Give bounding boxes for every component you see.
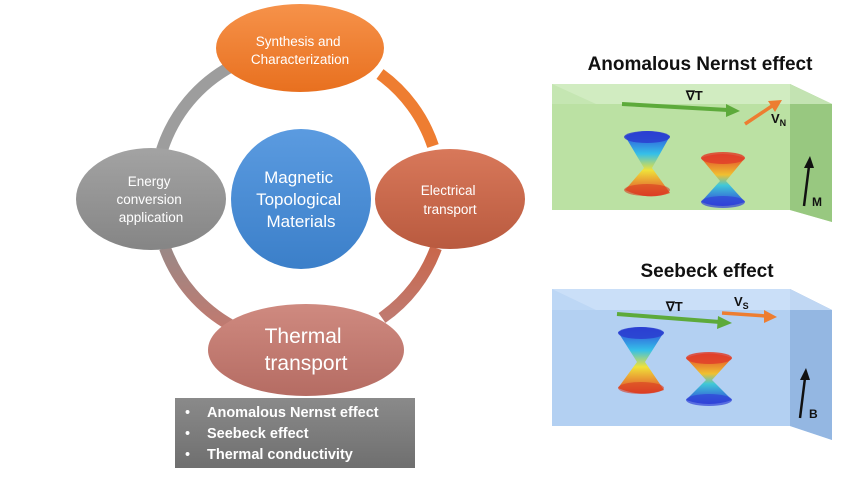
nernst-voltage-sub: N: [780, 118, 787, 128]
synthesis-line-2: Characterization: [251, 52, 349, 67]
electrical-line-2: transport: [423, 202, 477, 217]
synthesis-line-1: Synthesis and: [256, 34, 341, 49]
node-electrical-transport: Electrical transport: [375, 149, 525, 249]
ring-arc-bottom-left: [159, 245, 235, 332]
energy-line-1: Energy: [128, 174, 171, 189]
nernst-voltage-arrow: [744, 100, 782, 126]
svg-text:Thermal transport: Thermal transport: [265, 325, 348, 375]
nernst-field-arrow: [802, 156, 814, 207]
nernst-band-cone-right: [701, 152, 745, 208]
nernst-voltage-v: V: [771, 111, 780, 126]
center-line-1: Magnetic: [264, 168, 333, 187]
nernst-title: Anomalous Nernst effect: [588, 54, 814, 75]
nernst-gradient-arrow: [621, 102, 740, 117]
node-magnetic-topological-materials: Magnetic Topological Materials: [231, 129, 371, 269]
cycle-ring: [156, 60, 442, 332]
energy-line-3: application: [119, 210, 184, 225]
seebeck-field-arrow: [798, 368, 810, 419]
node-synthesis: Synthesis and Characterization: [216, 4, 384, 92]
effect-item-thermal-conductivity: Thermal conductivity: [185, 445, 407, 466]
seebeck-band-cone-left: [618, 327, 664, 394]
nernst-voltage-label: VN: [771, 111, 786, 128]
seebeck-voltage-v: V: [734, 294, 743, 309]
seebeck-gradient-arrow: [616, 312, 732, 329]
svg-text:Energy conversion: Energy conversion application: [116, 174, 185, 225]
effect-item-seebeck: Seebeck effect: [185, 424, 407, 445]
nernst-field-label: M: [812, 195, 822, 209]
center-line-3: Materials: [267, 212, 336, 231]
svg-text:Magnetic Topological: Magnetic Topological Materials: [256, 168, 346, 231]
svg-text:Electrical transport: Electrical transport: [421, 183, 480, 217]
node-energy-conversion: Energy conversion application: [76, 148, 226, 250]
ring-arc-left-top: [156, 60, 235, 152]
seebeck-voltage-sub: S: [743, 301, 749, 311]
thermal-line-1: Thermal: [265, 325, 342, 348]
ring-arc-right-bottom: [378, 245, 442, 323]
seebeck-title: Seebeck effect: [640, 261, 774, 282]
electrical-line-1: Electrical: [421, 183, 476, 198]
effects-list: Anomalous Nernst effect Seebeck effect T…: [185, 403, 407, 466]
seebeck-field-label: B: [809, 407, 818, 421]
node-thermal-transport: Thermal transport: [208, 304, 404, 396]
ring-arc-top-right: [376, 69, 439, 148]
svg-text:Synthesis and Characteri: Synthesis and Characterization: [251, 34, 349, 67]
effects-list-box: Anomalous Nernst effect Seebeck effect T…: [175, 398, 415, 468]
seebeck-band-cone-right: [686, 352, 732, 406]
nernst-gradient-label: ∇T: [685, 88, 703, 103]
effect-item-anomalous-nernst: Anomalous Nernst effect: [185, 403, 407, 424]
nernst-slab: [552, 84, 832, 222]
thermal-line-2: transport: [265, 352, 348, 375]
seebeck-voltage-arrow: [721, 310, 777, 323]
center-line-2: Topological: [256, 190, 341, 209]
seebeck-voltage-label: VS: [734, 294, 749, 311]
nernst-band-cone-left: [624, 131, 670, 197]
energy-line-2: conversion: [116, 192, 181, 207]
seebeck-gradient-label: ∇T: [665, 299, 683, 314]
